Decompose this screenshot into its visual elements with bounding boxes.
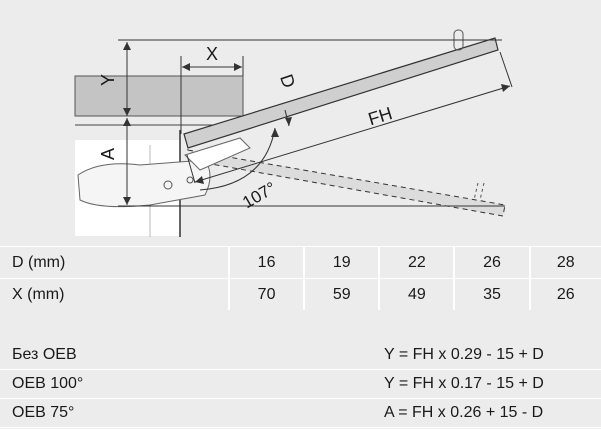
hinge-pivot: [163, 180, 173, 190]
label-d: D: [276, 72, 299, 91]
table-cell: 16: [227, 246, 305, 279]
table-cell: 49: [378, 278, 455, 310]
formula-expression: Y = FH x 0.29 - 15 + D: [384, 346, 544, 363]
closed-sash: [186, 149, 506, 217]
fh-ext-left: [186, 154, 196, 184]
y-arrow-bottom: [123, 108, 131, 116]
angle-arrow: [271, 128, 279, 137]
table-cell: 28: [528, 246, 601, 279]
formula-label: OEB 75°: [12, 404, 75, 421]
table-cell: 22: [378, 246, 455, 279]
fh-arrow-right: [501, 84, 510, 92]
hinge-mechanism: [77, 159, 211, 208]
formula-expression: A = FH x 0.26 + 15 - D: [384, 404, 544, 421]
dimension-table: D (mm) 16 19 22 26 28 X (mm) 70 59 49 35…: [0, 246, 601, 310]
formula-row: OEB 75° A = FH x 0.26 + 15 - D: [0, 399, 601, 428]
fh-arrow-left: [195, 176, 204, 184]
table-row: D (mm) 16 19 22 26 28: [0, 246, 601, 279]
formula-row: OEB 100° Y = FH x 0.17 - 15 + D: [0, 370, 601, 399]
sash-handle-dashed: [473, 182, 479, 201]
hinge-pivot-2: [186, 176, 194, 184]
sash-handle-dashed-2: [479, 182, 485, 201]
formula-list: Без OEB Y = FH x 0.29 - 15 + D OEB 100° …: [0, 341, 601, 428]
formula-row: Без OEB Y = FH x 0.29 - 15 + D: [0, 341, 601, 370]
table-cell: 26: [453, 246, 530, 279]
fh-ext-right: [499, 51, 513, 88]
y-arrow-top: [123, 42, 131, 50]
hinge-arm: [184, 137, 251, 171]
label-x: X: [206, 44, 218, 64]
label-angle: 107°: [239, 178, 279, 212]
d-arrow: [285, 117, 292, 126]
fh-dimension-line: [194, 85, 511, 183]
table-cell: 26: [528, 278, 601, 310]
label-a: A: [98, 148, 118, 160]
label-fh: FH: [366, 103, 395, 129]
table-cell: 70: [227, 278, 305, 310]
table-cell: 59: [303, 278, 380, 310]
formula-expression: Y = FH x 0.17 - 15 + D: [384, 375, 544, 392]
open-sash: [183, 37, 499, 149]
table-cell: 19: [303, 246, 380, 279]
a-arrow-bottom: [123, 197, 131, 205]
a-arrow-top: [123, 118, 131, 126]
installation-diagram: Y A X D FH 107°: [74, 29, 513, 237]
ceiling-beam: [74, 75, 244, 117]
table-cell: 35: [453, 278, 530, 310]
row-label: D (mm): [0, 246, 229, 279]
row-label: X (mm): [0, 278, 229, 310]
label-y: Y: [98, 74, 118, 86]
table-row: X (mm) 70 59 49 35 26: [0, 278, 601, 310]
x-arrow-left: [182, 63, 190, 71]
x-arrow-right: [234, 63, 242, 71]
formula-label: Без OEB: [12, 346, 77, 363]
angle-arc: [199, 127, 276, 191]
formula-label: OEB 100°: [12, 375, 84, 392]
